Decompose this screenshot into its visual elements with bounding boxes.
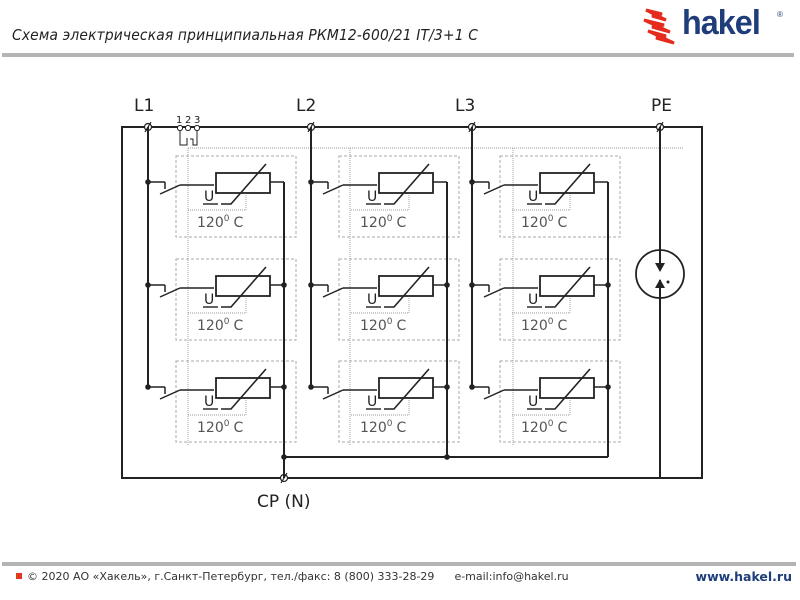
footer-divider — [2, 562, 796, 566]
voltage-label: U — [204, 189, 214, 205]
voltage-label: U — [367, 189, 377, 205]
logo-text: hakel — [682, 4, 761, 42]
varistor-icon — [539, 275, 595, 297]
lightning-icon — [643, 8, 675, 45]
varistor-icon — [215, 377, 271, 399]
varistor-icon — [215, 275, 271, 297]
terminal-label-l2: L2 — [296, 96, 316, 116]
voltage-label: U — [204, 292, 214, 308]
page-title: Схема электрическая принципиальная РКМ12… — [12, 26, 479, 44]
signal-contact-label-2: 2 — [185, 115, 191, 126]
registered-mark: ® — [777, 10, 783, 19]
signal-contact-label-1: 1 — [176, 115, 182, 126]
terminal-label-cp: CP (N) — [257, 492, 311, 512]
footer-contacts: © 2020 АО «Хакель», г.Санкт-Петербург, т… — [16, 570, 569, 583]
signal-contact-terminals — [176, 124, 201, 146]
hakel-logo: hakel ® — [640, 4, 792, 46]
bus-wiring — [147, 127, 609, 478]
varistor-icon — [539, 377, 595, 399]
footer-email[interactable]: e-mail:info@hakel.ru — [454, 570, 569, 583]
spark-gap-icon — [635, 127, 685, 478]
footer-website-link[interactable]: www.hakel.ru — [695, 569, 792, 584]
varistor-icon — [378, 377, 434, 399]
varistor-icon — [215, 172, 271, 194]
voltage-label: U — [367, 292, 377, 308]
terminal-label-pe: PE — [651, 96, 672, 116]
voltage-label: U — [528, 394, 538, 410]
header-divider — [2, 53, 794, 57]
voltage-label: U — [528, 292, 538, 308]
terminal-label-l3: L3 — [455, 96, 475, 116]
varistor-icon — [539, 172, 595, 194]
terminal-label-l1: L1 — [134, 96, 154, 116]
varistor-icon — [378, 275, 434, 297]
voltage-label: U — [204, 394, 214, 410]
voltage-label: U — [367, 394, 377, 410]
bullet-icon — [16, 573, 22, 579]
varistor-icon — [378, 172, 434, 194]
voltage-label: U — [528, 189, 538, 205]
outer-frame — [121, 126, 703, 479]
signal-wiring — [187, 147, 684, 445]
signal-contact-label-3: 3 — [194, 115, 200, 126]
footer-copyright: © 2020 АО «Хакель», г.Санкт-Петербург, т… — [27, 570, 435, 583]
